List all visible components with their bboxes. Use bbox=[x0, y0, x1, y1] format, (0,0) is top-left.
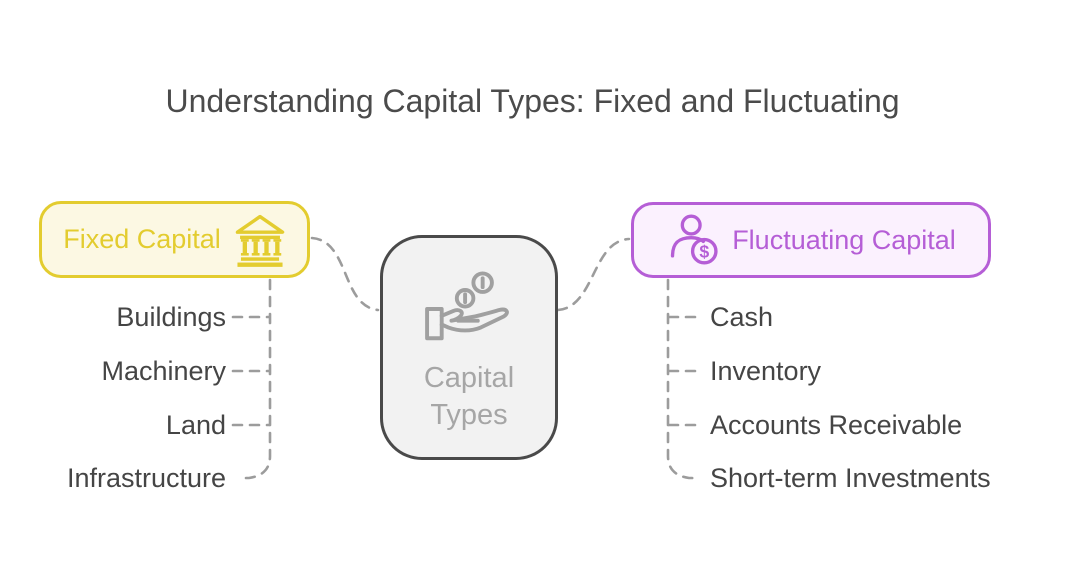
svg-text:$: $ bbox=[700, 241, 710, 261]
connector-fluctuating-trunk bbox=[666, 278, 698, 480]
fluctuating-item-cash: Cash bbox=[710, 302, 774, 332]
fixed-item-infrastructure: Infrastructure bbox=[66, 463, 226, 493]
connector-center-to-fluctuating bbox=[556, 237, 631, 312]
fixed-item-land: Land bbox=[165, 410, 226, 440]
capital-types-node: Capital Types bbox=[380, 235, 558, 460]
fixed-item-buildings: Buildings bbox=[116, 302, 226, 332]
bank-icon bbox=[234, 213, 286, 267]
fluctuating-item-accounts-receivable: Accounts Receivable bbox=[710, 410, 963, 440]
fixed-capital-node: Fixed Capital bbox=[39, 201, 310, 278]
fluctuating-item-short-term-investments: Short-term Investments bbox=[710, 463, 991, 493]
connector-fixed-trunk bbox=[244, 278, 272, 480]
hand-receiving-coins-icon bbox=[422, 270, 516, 348]
fixed-item-machinery: Machinery bbox=[101, 356, 226, 386]
page-title: Understanding Capital Types: Fixed and F… bbox=[165, 83, 900, 119]
fluctuating-capital-node: $ Fluctuating Capital bbox=[631, 202, 991, 278]
connector-fixed-to-center bbox=[310, 236, 380, 312]
fluctuating-capital-label: Fluctuating Capital bbox=[732, 224, 956, 255]
person-with-dollar-icon: $ bbox=[666, 212, 722, 268]
fixed-capital-label: Fixed Capital bbox=[63, 224, 221, 254]
capital-types-label: Capital Types bbox=[423, 362, 515, 431]
fluctuating-item-inventory: Inventory bbox=[710, 356, 822, 386]
